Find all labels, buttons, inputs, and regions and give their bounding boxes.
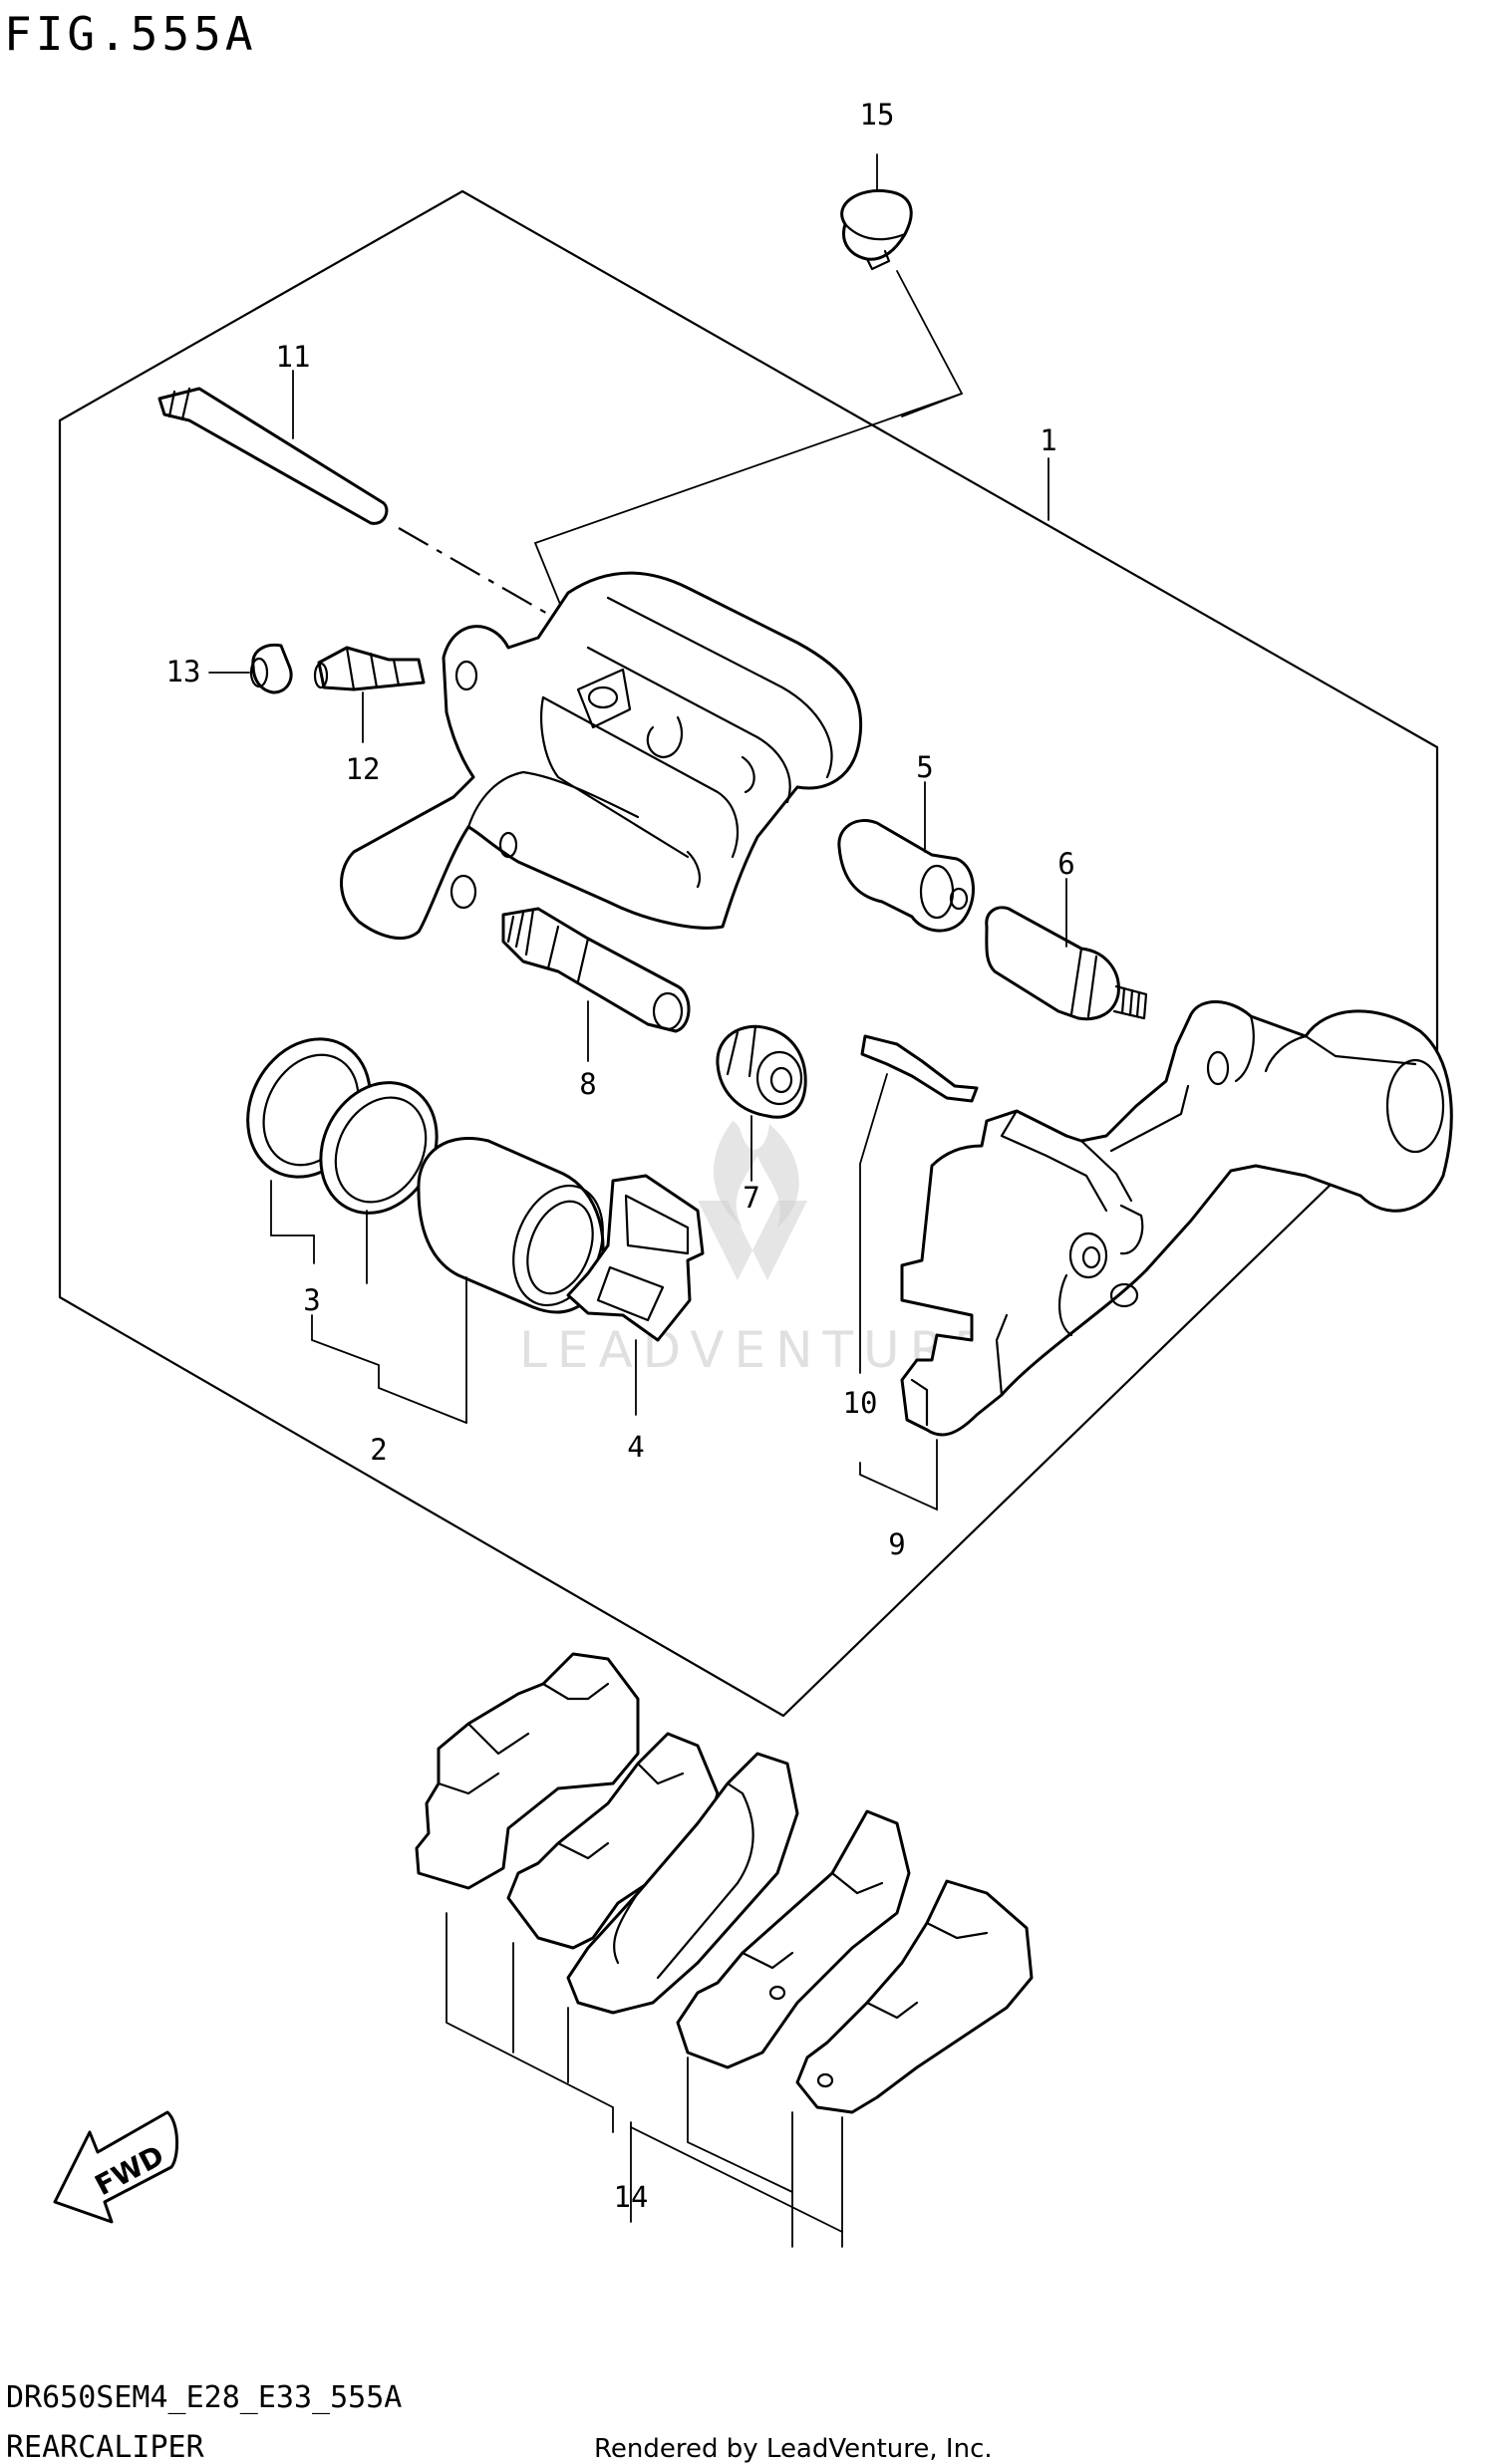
part-10-pad-retainer[interactable] (860, 1034, 979, 1103)
part-6-caliper-bolt[interactable] (985, 906, 1148, 1021)
part-7-boot[interactable] (716, 1024, 807, 1119)
callout-9: 9 (888, 1527, 905, 1561)
callout-5: 5 (916, 750, 933, 784)
figure-title: FIG.555A (4, 7, 257, 61)
callout-3: 3 (303, 1283, 320, 1317)
part-5-caliper-bolt[interactable] (837, 819, 975, 933)
part-9-caliper-bracket[interactable] (900, 1000, 1453, 1437)
part-13-cap[interactable] (249, 643, 293, 694)
callout-labels: 1 2 3 4 5 6 7 8 9 10 11 12 13 14 15 (166, 98, 1075, 2214)
part-11-pad-pin[interactable] (157, 387, 389, 525)
part-15-bleeder-cap[interactable] (840, 188, 913, 271)
caliper-body[interactable] (340, 571, 863, 941)
callout-12: 12 (346, 752, 381, 786)
fwd-arrow-icon: FWD (53, 2110, 178, 2224)
credit-text: Rendered by LeadVenture, Inc. (594, 2434, 993, 2464)
callout-4: 4 (627, 1430, 644, 1464)
part-4-pad-spring[interactable] (566, 1174, 705, 1342)
callout-6: 6 (1057, 847, 1074, 881)
assembly-outline (58, 189, 1439, 1718)
section-name: REARCALIPER (6, 2430, 205, 2464)
callout-14: 14 (614, 2180, 649, 2214)
callout-8: 8 (579, 1067, 596, 1101)
callout-10: 10 (843, 1386, 878, 1420)
part-12-bleeder-valve[interactable] (313, 646, 426, 691)
part-14-brake-pads[interactable] (415, 1652, 1034, 2114)
callout-1: 1 (1040, 423, 1056, 457)
callout-15: 15 (860, 98, 895, 132)
watermark-text: LEADVENTURE (519, 1321, 996, 1379)
callout-11: 11 (276, 340, 311, 374)
model-code: DR650SEM4_E28_E33_555A (6, 2380, 402, 2415)
callout-13: 13 (166, 655, 201, 688)
callout-7: 7 (743, 1181, 759, 1215)
callout-2: 2 (370, 1433, 387, 1467)
leadventure-watermark: LEADVENTURE (519, 1121, 996, 1379)
part-8-slide-pin[interactable] (501, 907, 691, 1033)
